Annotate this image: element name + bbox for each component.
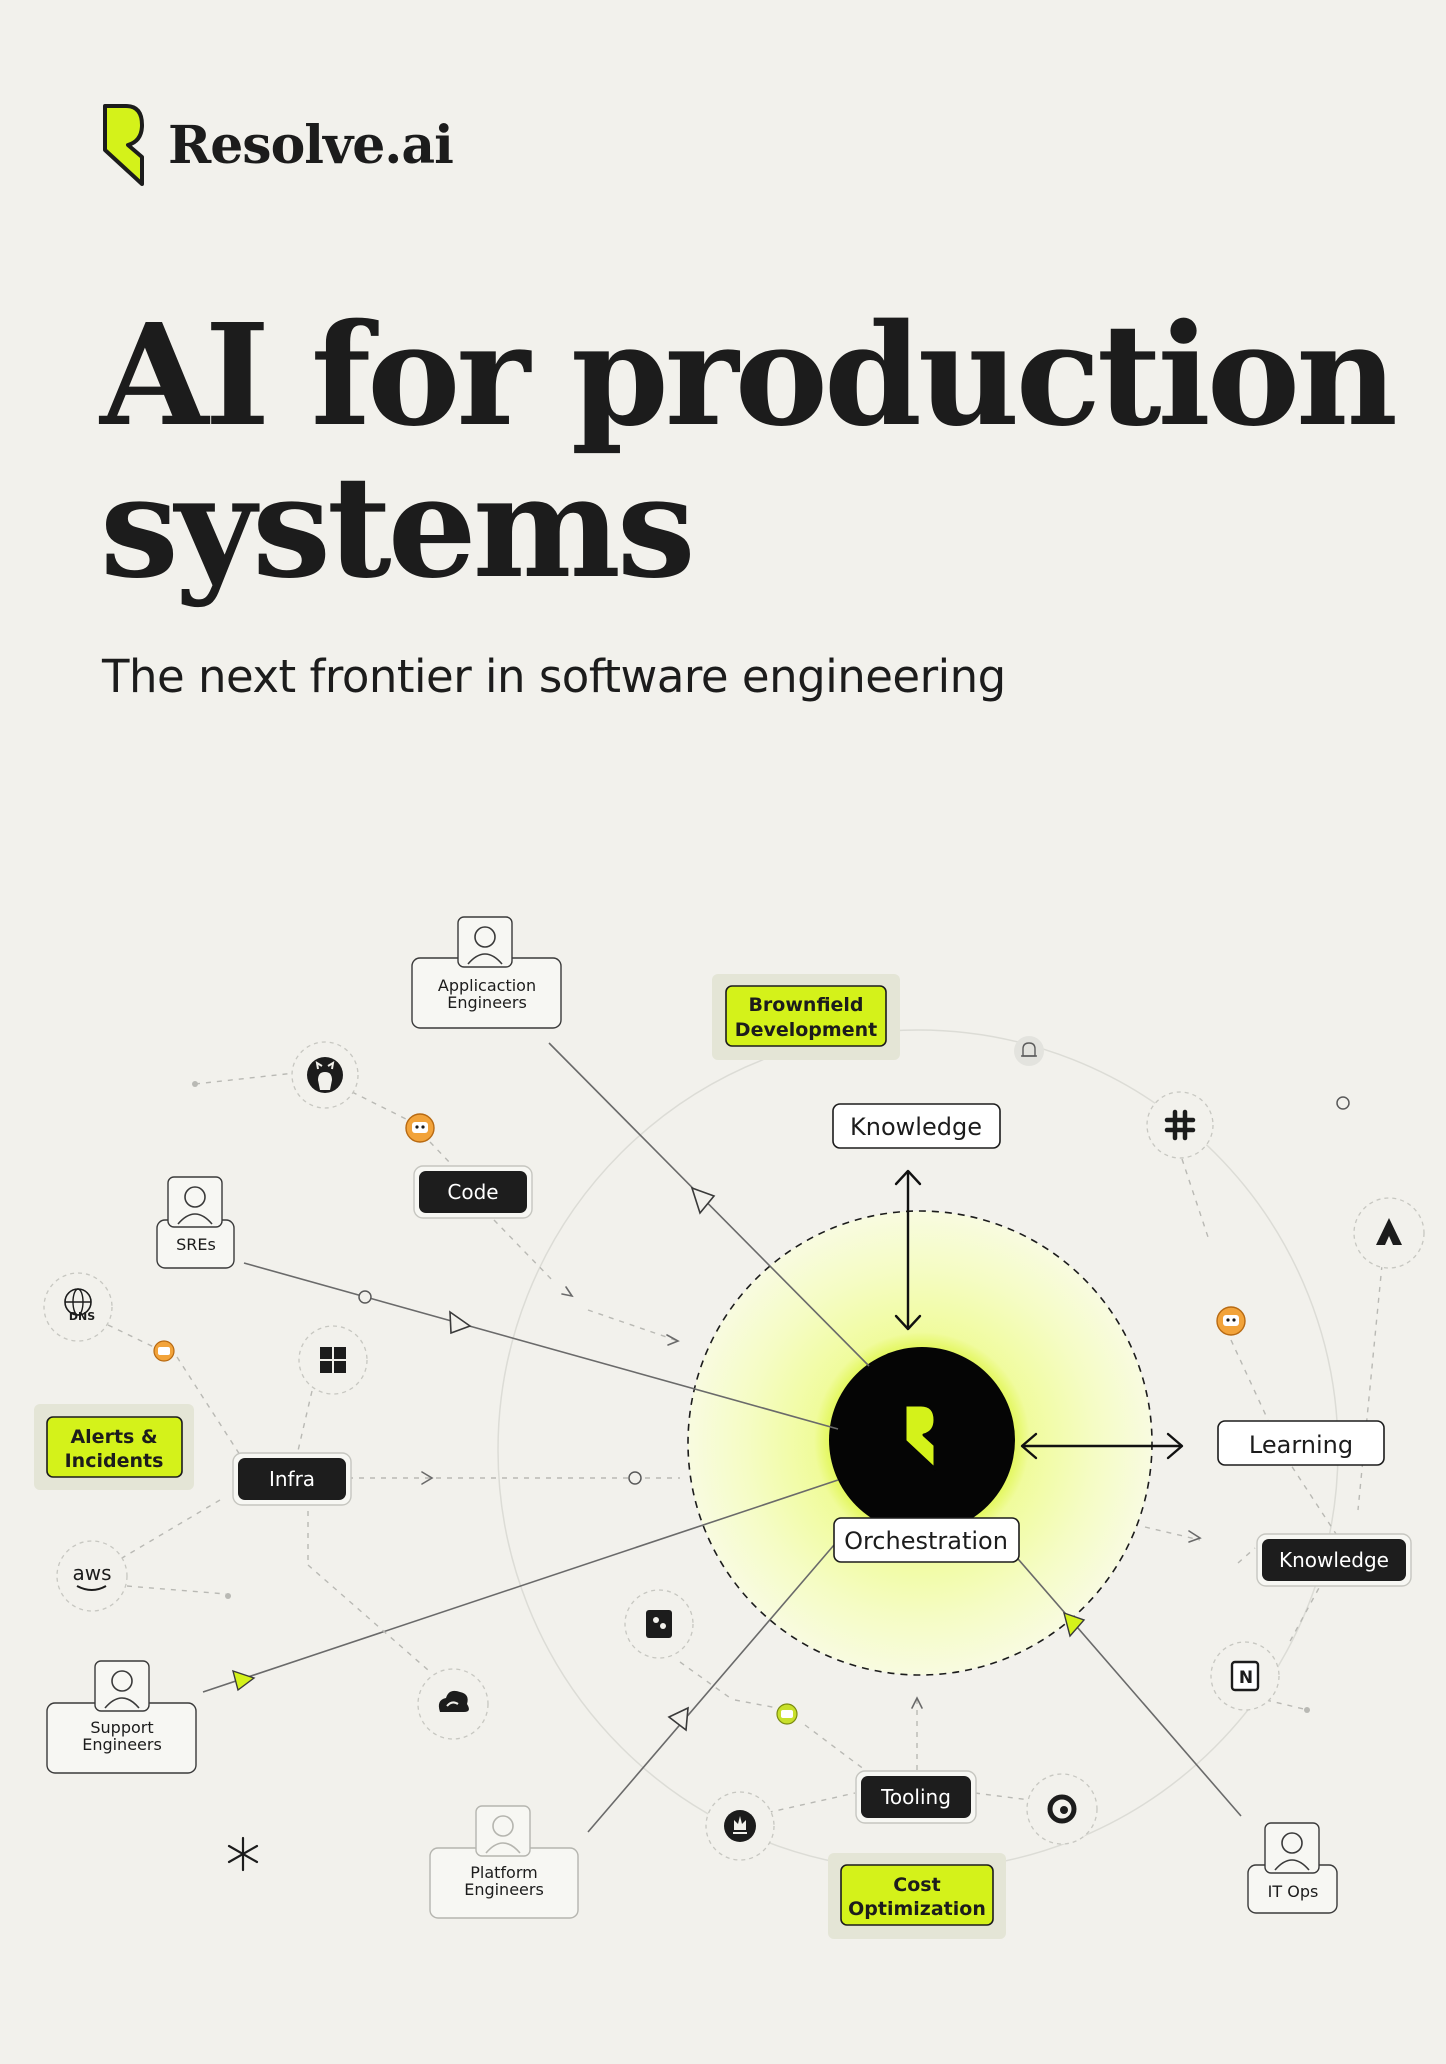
infra-tag[interactable]: Infra — [232, 1452, 352, 1506]
platform-engineers-node[interactable]: Platform Engineers — [429, 1805, 579, 1919]
grafana-icon[interactable] — [1026, 1773, 1098, 1845]
cost-line-2: Optimization — [848, 1898, 986, 1920]
person-icon — [104, 1670, 140, 1709]
prometheus-icon[interactable] — [705, 1791, 775, 1861]
atlassian-icon[interactable] — [1353, 1197, 1425, 1269]
dns-icon[interactable]: DNS — [43, 1272, 113, 1342]
datadog-icon[interactable] — [624, 1589, 694, 1659]
bell-icon — [1014, 1036, 1044, 1066]
person-icon — [1274, 1832, 1310, 1871]
person-icon — [467, 926, 503, 965]
title-line-1: AI for production — [100, 294, 1398, 458]
it-ops-label: IT Ops — [1268, 1882, 1319, 1901]
support-line-2: Engineers — [82, 1735, 162, 1754]
sparkle-icon — [227, 1836, 259, 1872]
learning-node[interactable]: Learning — [1217, 1420, 1385, 1466]
bot-icon — [405, 1113, 435, 1143]
arrow-mark — [561, 1286, 574, 1298]
brownfield-line-2: Development — [735, 1019, 877, 1041]
alerts-line-1: Alerts & — [70, 1426, 157, 1448]
brownfield-line-1: Brownfield — [748, 994, 863, 1016]
knowledge-node-label: Knowledge — [850, 1113, 982, 1141]
resolve-logo-icon — [103, 104, 144, 186]
orchestration-node-label: Orchestration — [844, 1527, 1008, 1555]
alerts-incidents-tag[interactable]: Alerts & Incidents — [34, 1404, 194, 1490]
brownfield-development-tag[interactable]: Brownfield Development — [712, 974, 900, 1060]
platform-connector — [587, 1544, 835, 1833]
arrow-triangle — [690, 1186, 716, 1215]
aws-icon-text: aws — [72, 1561, 111, 1585]
alerts-line-2: Incidents — [65, 1450, 164, 1472]
platform-line-1: Platform — [470, 1863, 537, 1882]
brand-logo[interactable]: Resolve.ai — [102, 103, 454, 187]
itops-connector — [1011, 1551, 1242, 1817]
person-icon — [485, 1815, 521, 1854]
knowledge-dark-tag[interactable]: Knowledge — [1256, 1533, 1412, 1587]
app-engineers-line-2: Engineers — [447, 993, 527, 1012]
person-icon — [177, 1186, 213, 1225]
infra-tag-label: Infra — [269, 1467, 315, 1491]
support-connector — [202, 1479, 839, 1693]
accent-arrow-triangle — [231, 1669, 256, 1692]
it-ops-node[interactable]: IT Ops — [1247, 1822, 1338, 1914]
bot-icon — [776, 1703, 798, 1725]
support-line-1: Support — [90, 1718, 153, 1737]
bot-icon — [153, 1340, 175, 1362]
tooling-tag[interactable]: Tooling — [855, 1770, 977, 1824]
dns-icon-text: DNS — [69, 1310, 95, 1323]
aws-icon[interactable]: aws — [56, 1540, 128, 1612]
title-line-2: systems — [100, 446, 696, 610]
bot-icon — [1216, 1306, 1246, 1336]
core-logo-icon — [903, 1403, 937, 1471]
sres-label: SREs — [176, 1235, 216, 1254]
tooling-tag-label: Tooling — [880, 1785, 951, 1809]
app-engineers-node[interactable]: Applicaction Engineers — [411, 916, 562, 1029]
gcloud-icon[interactable] — [417, 1668, 489, 1740]
page-title: AI for production systems — [100, 300, 1398, 604]
knowledge-dark-tag-label: Knowledge — [1279, 1548, 1389, 1572]
code-tag-label: Code — [447, 1180, 498, 1204]
learning-node-label: Learning — [1249, 1431, 1353, 1459]
orchestration-node[interactable]: Orchestration — [833, 1517, 1020, 1563]
sres-node[interactable]: SREs — [156, 1176, 235, 1269]
brand-name: Resolve.ai — [168, 114, 454, 176]
cost-optimization-tag[interactable]: Cost Optimization — [828, 1853, 1006, 1939]
slack-icon[interactable] — [1146, 1091, 1214, 1159]
app-engineers-connector — [548, 1042, 870, 1367]
app-engineers-line-1: Applicaction — [438, 976, 536, 995]
code-tag[interactable]: Code — [413, 1165, 533, 1219]
notion-icon-text: N — [1239, 1668, 1253, 1688]
knowledge-node[interactable]: Knowledge — [832, 1103, 1001, 1149]
platform-line-2: Engineers — [464, 1880, 544, 1899]
github-icon[interactable] — [291, 1041, 359, 1109]
cost-line-1: Cost — [893, 1874, 940, 1896]
notion-icon[interactable]: N — [1210, 1641, 1280, 1711]
windows-icon[interactable] — [298, 1325, 368, 1395]
sres-connector — [243, 1262, 839, 1430]
support-engineers-node[interactable]: Support Engineers — [46, 1660, 197, 1774]
page-subtitle: The next frontier in software engineerin… — [102, 650, 1006, 703]
